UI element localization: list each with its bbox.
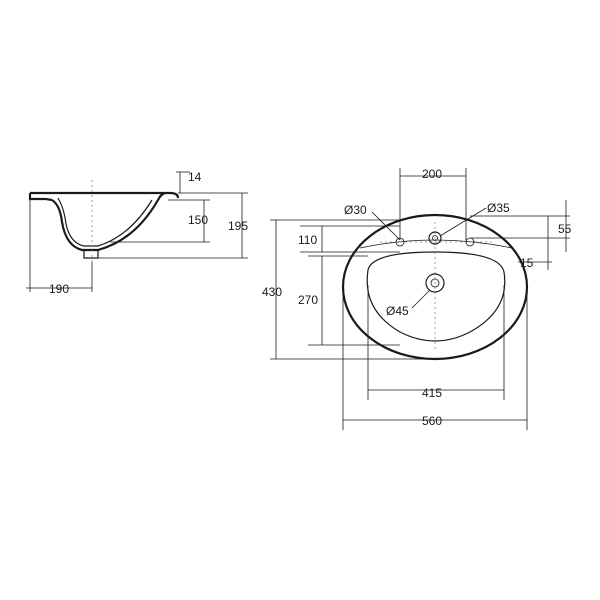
- dim-drain-diameter: Ø45: [386, 304, 409, 318]
- drain-hole: [425, 273, 445, 293]
- tap-hole: [428, 231, 442, 245]
- dim-side-bowl-depth: 150: [188, 213, 208, 227]
- dim-bowl-width: 415: [422, 386, 442, 400]
- side-rim-lip: [28, 193, 53, 202]
- dim-rim-thickness: 14: [188, 170, 202, 184]
- dim-rim-to-bowl: 110: [298, 233, 317, 247]
- dim-total-depth: 430: [262, 285, 282, 299]
- side-bowl-inner: [57, 197, 153, 247]
- dim-tap-spacing: 200: [422, 167, 442, 181]
- dim-rim-to-tap: 55: [558, 222, 572, 236]
- basin-deck: [359, 239, 513, 249]
- dim-side-offset: 15: [520, 256, 534, 270]
- top-view: 200 Ø30 Ø35 55 15 110 270 430 Ø45: [262, 167, 572, 430]
- dim-tap-hole-diameter: Ø35: [487, 201, 510, 215]
- side-drain: [83, 250, 99, 259]
- dim-bowl-depth: 270: [298, 293, 318, 307]
- side-bowl-outer: [51, 191, 166, 252]
- dim-total-width: 560: [422, 414, 442, 428]
- dim-side-width: 190: [49, 282, 69, 296]
- dim-side-hole-diameter: Ø30: [344, 203, 367, 217]
- dim-side-total-height: 195: [228, 219, 248, 233]
- side-rim: [30, 191, 180, 199]
- side-view: 14 150 195 190: [26, 170, 248, 296]
- basin-inner: [366, 251, 506, 342]
